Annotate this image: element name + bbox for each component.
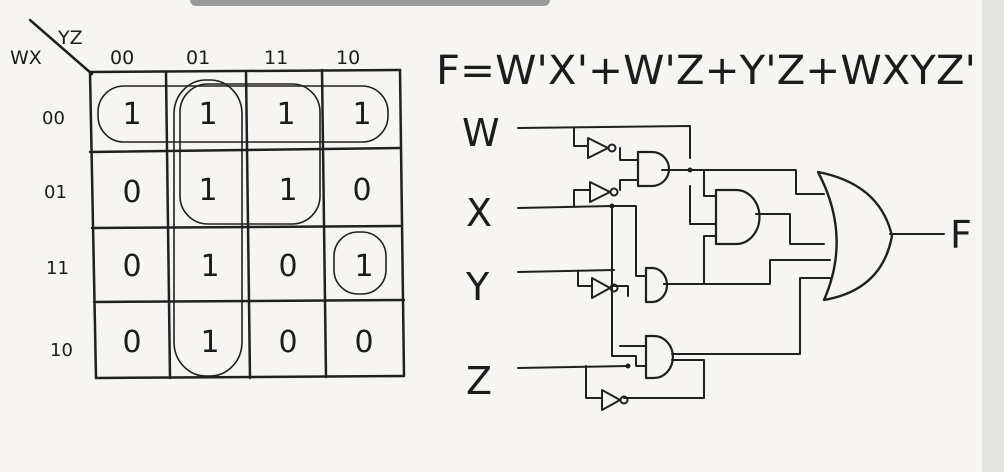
- kmap-cell: 0: [122, 325, 141, 360]
- kmap-row-label: 11: [46, 258, 69, 279]
- group-column-01-loop: [173, 79, 243, 377]
- karnaugh-map: YZ WX 00 01 11 10 00 01 11 10 1 1 1: [10, 18, 406, 380]
- boolean-equation: F=W'X'+W'Z+Y'Z+WXYZ': [436, 48, 976, 94]
- and-gate-1: [636, 150, 671, 188]
- not-gate-z: [601, 389, 629, 411]
- logic-circuit: W X Y Z F: [462, 111, 972, 411]
- kmap-col-label: 11: [264, 47, 288, 69]
- not-gates: [587, 137, 629, 411]
- input-label-z: Z: [466, 359, 492, 403]
- kmap-cells: 1 1 1 1 0 1 1 0 0 1 0 1 0 1 0 0: [122, 97, 373, 360]
- kmap-groupings: [97, 79, 389, 377]
- kmap-row-label: 10: [50, 340, 73, 361]
- page-edge: [982, 0, 1004, 472]
- and-gate-3: [644, 266, 669, 304]
- kmap-cell: 1: [276, 97, 295, 132]
- kmap-col-label: 10: [336, 47, 360, 69]
- kmap-cell: 1: [352, 97, 371, 132]
- not-gate-y: [591, 277, 619, 299]
- kmap-cell: 0: [278, 249, 297, 284]
- kmap-col-label: 01: [186, 47, 210, 69]
- page-binding-shadow: [190, 0, 550, 6]
- circuit-wires: [517, 125, 945, 399]
- and-gate-2: [714, 188, 761, 246]
- kmap-col-label: 00: [110, 47, 134, 69]
- and-gates: [636, 150, 761, 380]
- group-square-loop: [179, 83, 321, 225]
- and-gate-4: [644, 334, 674, 380]
- kmap-cell: 1: [354, 249, 373, 284]
- group-single-cell-loop: [333, 231, 387, 295]
- kmap-cell: 1: [198, 97, 217, 132]
- kmap-cell: 0: [122, 175, 141, 210]
- not-gate-w: [587, 137, 617, 159]
- or-gate: [816, 170, 894, 302]
- kmap-corner-left-label: WX: [10, 47, 42, 69]
- input-label-y: Y: [465, 265, 490, 309]
- output-label-f: F: [950, 213, 972, 257]
- kmap-corner-top-label: YZ: [57, 27, 83, 49]
- kmap-corner-diagonal: [28, 18, 94, 76]
- kmap-cell: 1: [278, 173, 297, 208]
- input-label-w: W: [462, 111, 500, 155]
- kmap-cell: 1: [200, 325, 219, 360]
- kmap-cell: 0: [278, 325, 297, 360]
- kmap-cell: 0: [352, 173, 371, 208]
- kmap-cell: 0: [122, 249, 141, 284]
- kmap-cell: 1: [200, 249, 219, 284]
- input-label-x: X: [466, 191, 492, 235]
- kmap-row-label: 01: [44, 182, 67, 203]
- kmap-cell: 1: [122, 97, 141, 132]
- wire-junctions: [609, 167, 693, 369]
- kmap-cell: 0: [354, 325, 373, 360]
- group-top-row-loop: [97, 85, 389, 143]
- not-gate-x: [589, 181, 619, 203]
- kmap-cell: 1: [198, 173, 217, 208]
- kmap-row-label: 00: [42, 108, 65, 129]
